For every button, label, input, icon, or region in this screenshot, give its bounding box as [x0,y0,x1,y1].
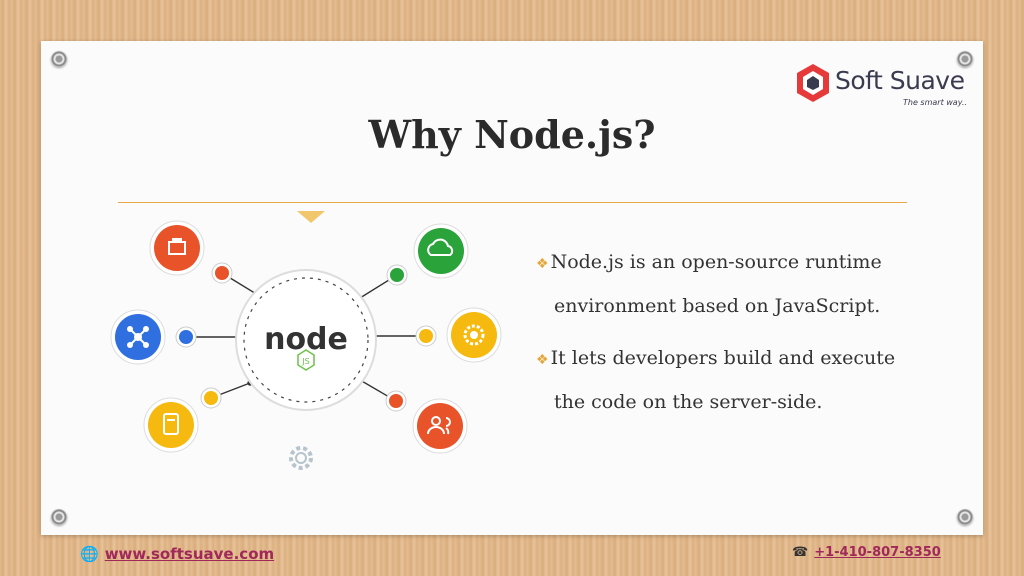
page-title: Why Node.js? [368,112,656,157]
bullet-2: ❖It lets developers build and execute th… [536,337,936,423]
softsuave-logo-icon [797,64,829,102]
slide-board [41,41,983,535]
brand-tagline: The smart way.. [903,98,967,107]
bullet-2-line1: It lets developers build and execute [550,347,896,369]
center-logo: node [264,322,348,357]
bullet-2-line2: the code on the server-side. [554,391,823,413]
phone-link[interactable]: ☎+1-410-807-8350 [792,545,941,560]
globe-icon: 🌐 [80,545,99,563]
bullet-1: ❖Node.js is an open-source runtime envir… [536,241,936,327]
divider-marker [297,211,325,223]
bullet-1-line2: environment based on JavaScript. [554,295,881,317]
diamond-bullet-icon: ❖ [536,352,549,368]
settings-gear-icon [289,446,313,470]
network-icon [110,309,166,365]
api-gear-icon [446,307,502,363]
bullet-1-line1: Node.js is an open-source runtime [550,251,882,273]
cloud-sync-icon [413,223,469,279]
document-icon [143,397,199,453]
center-badge: JS [301,357,309,366]
small-nodes [175,262,437,412]
pin-top-right [957,51,973,67]
brand-name: Soft Suave [835,66,965,95]
store-icon [149,220,205,276]
diamond-bullet-icon: ❖ [536,256,549,272]
pin-bottom-left [51,509,67,525]
website-link[interactable]: 🌐www.softsuave.com [80,545,275,563]
title-divider [118,202,907,203]
pin-top-left [51,51,67,67]
pin-bottom-right [957,509,973,525]
users-icon [412,398,468,454]
phone-icon: ☎ [792,545,809,560]
